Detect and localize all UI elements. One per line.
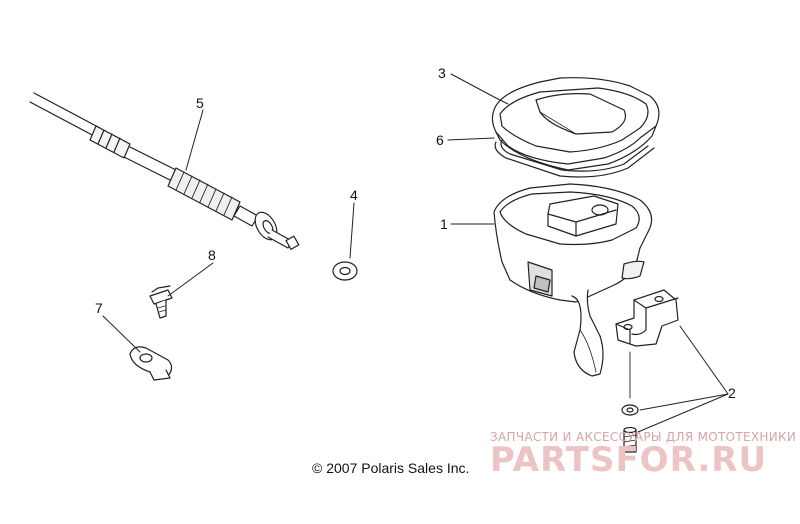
cable-clip-7 bbox=[129, 346, 173, 381]
callout-6: 6 bbox=[436, 132, 444, 148]
switch-housing-1 bbox=[493, 183, 653, 377]
watermark-brand: PARTSFOR.RU bbox=[490, 440, 768, 480]
callout-1: 1 bbox=[440, 216, 448, 232]
copyright-text: © 2007 Polaris Sales Inc. bbox=[312, 460, 470, 476]
callout-5: 5 bbox=[196, 95, 204, 111]
leader-lines bbox=[102, 73, 729, 433]
screw-8 bbox=[149, 285, 173, 319]
callout-8: 8 bbox=[208, 247, 216, 263]
housing-cover-3 bbox=[491, 77, 660, 171]
gasket-6 bbox=[494, 139, 655, 178]
throttle-cable bbox=[29, 92, 300, 250]
callout-2: 2 bbox=[728, 385, 736, 401]
callout-labels: 5 4 8 7 3 6 1 2 bbox=[95, 65, 736, 401]
callout-4: 4 bbox=[350, 187, 358, 203]
callout-7: 7 bbox=[95, 300, 103, 316]
washer-4 bbox=[332, 261, 358, 281]
watermark-tagline: ЗАПЧАСТИ И АКСЕССУАРЫ ДЛЯ МОТОТЕХНИКИ bbox=[490, 430, 797, 444]
clamp-assembly-2 bbox=[615, 289, 679, 453]
callout-3: 3 bbox=[438, 65, 446, 81]
